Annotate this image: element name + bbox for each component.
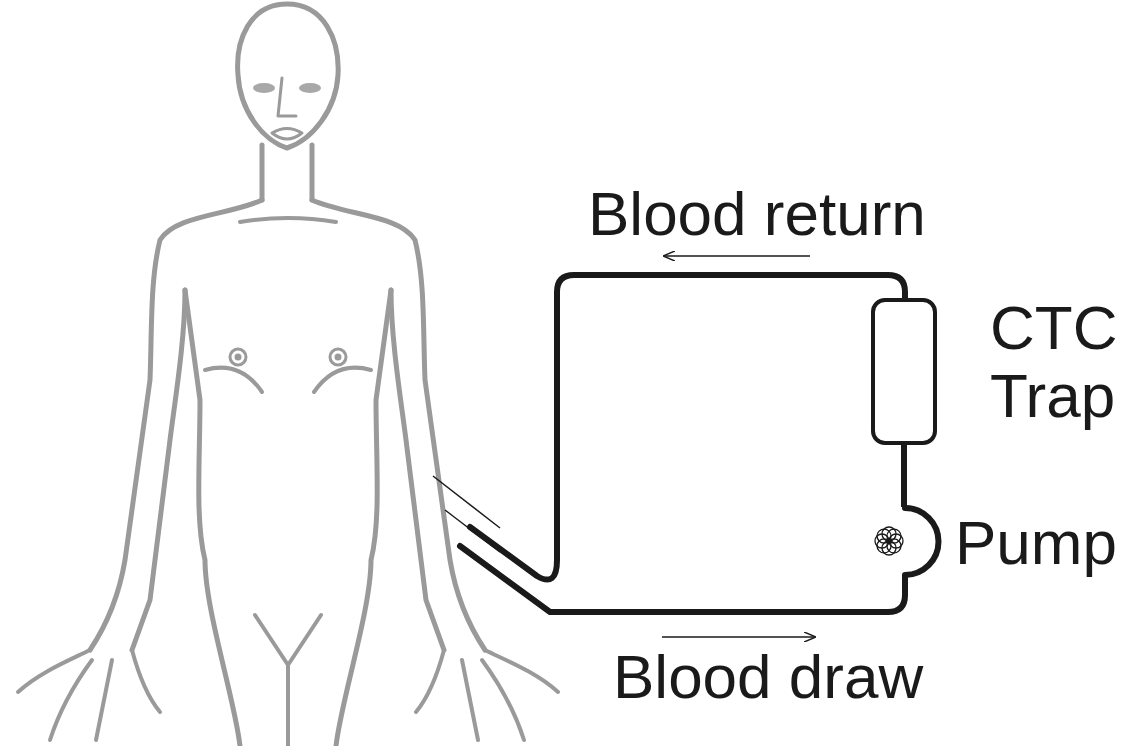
pump-rotor [871,507,939,577]
flow-label: Blood draw [613,643,923,711]
return-arrow [664,255,810,257]
tube-connector [901,445,907,507]
node-label: CTC Trap [990,294,1140,430]
ctc-trap-box: CTC Trap [871,298,937,445]
draw-arrow [662,636,815,638]
nipples [230,349,346,365]
body-outline [18,4,558,746]
node-label: Pump [955,509,1141,577]
tubing [460,275,939,612]
flow-label: Blood return [588,180,926,248]
flow-arrows [662,256,815,637]
face-eyes [253,83,321,93]
pump-node: Pump [871,507,939,577]
